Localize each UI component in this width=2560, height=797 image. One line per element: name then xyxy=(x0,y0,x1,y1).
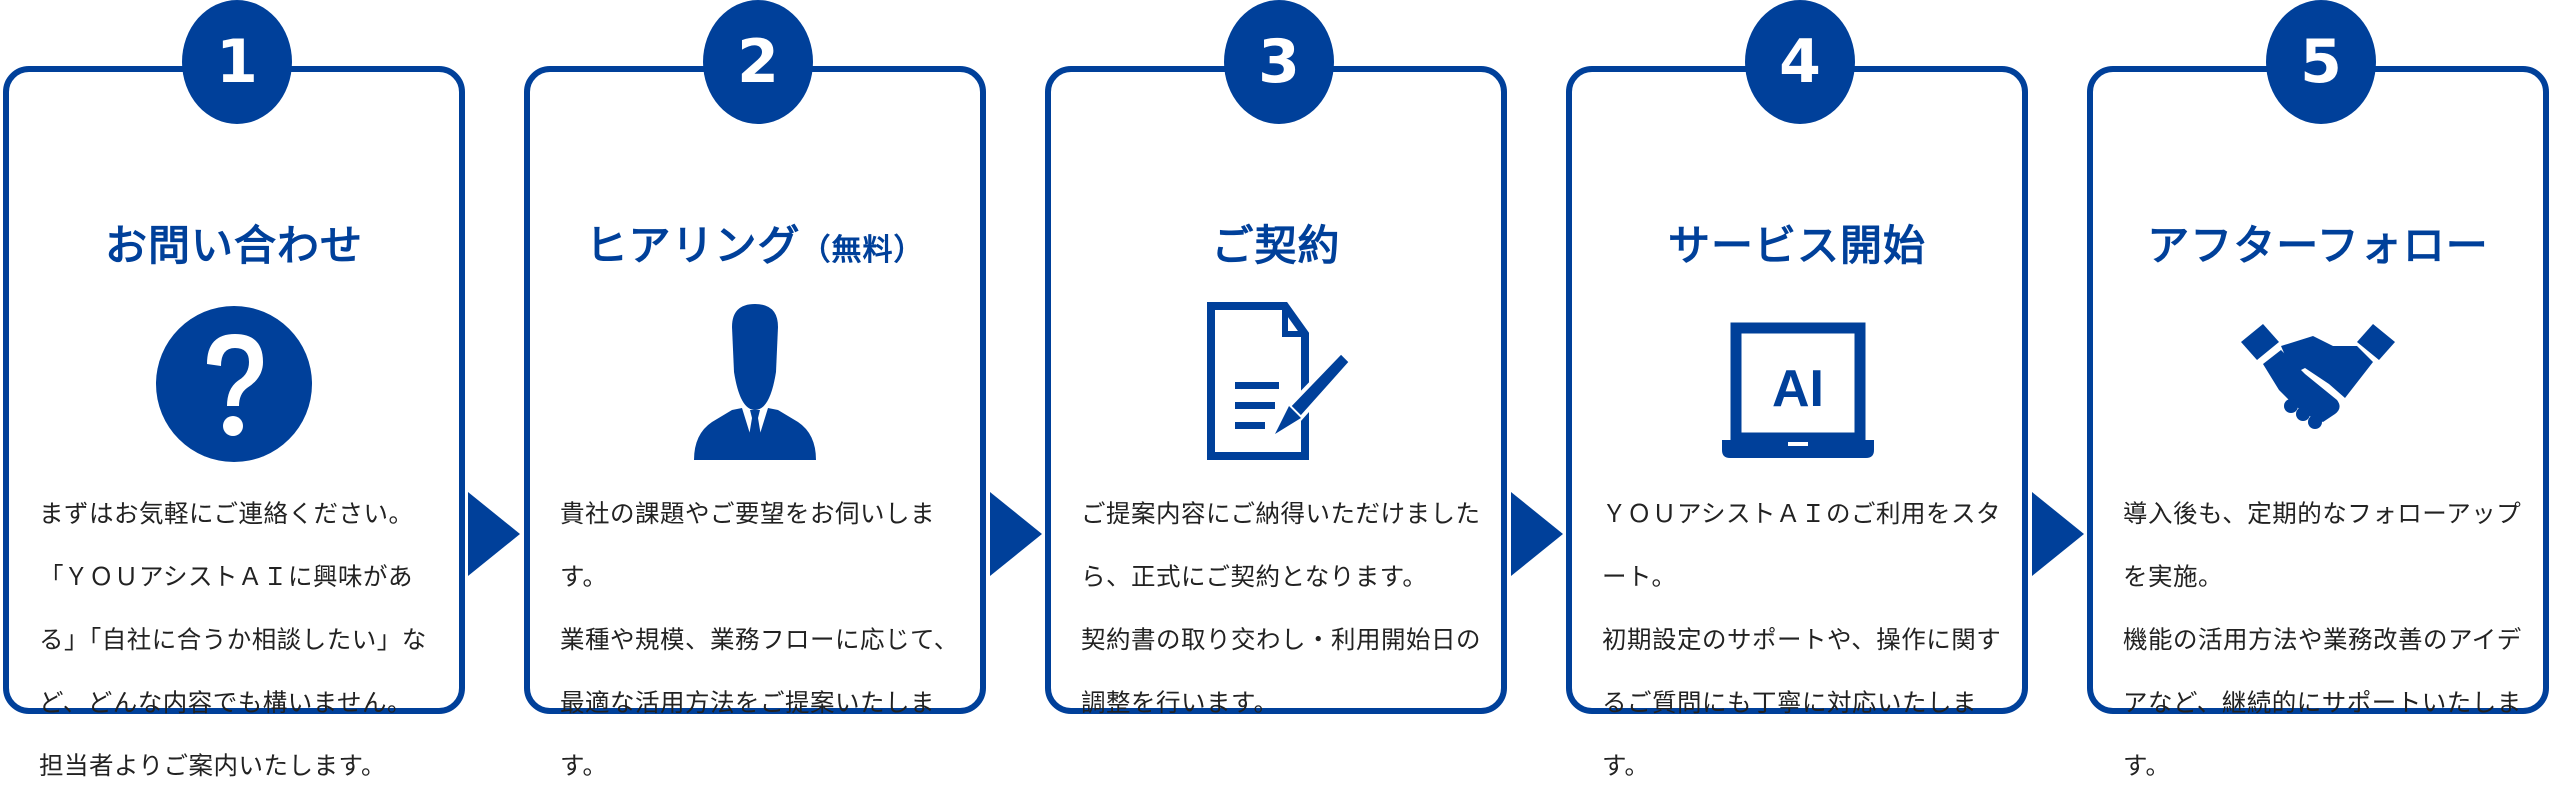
contract-icon xyxy=(1207,302,1354,460)
ai-label: AI xyxy=(1772,360,1824,418)
step-number-5: 5 xyxy=(2266,0,2376,124)
step-number-2: 2 xyxy=(703,0,813,124)
step-description: 導入後も、定期的なフォローアップを実施。 機能の活用方法や業務改善のアイデアなど… xyxy=(2123,499,2522,780)
businessman-icon xyxy=(694,304,816,460)
arrow-right-icon xyxy=(468,492,520,576)
handshake-icon xyxy=(2241,324,2395,429)
step-title-note: （無料） xyxy=(800,233,925,268)
step-title: ヒアリング（無料） xyxy=(530,212,980,273)
arrow-right-icon xyxy=(2032,492,2084,576)
step-title: お問い合わせ xyxy=(104,221,363,270)
ai-laptop-icon: AI xyxy=(1722,322,1874,458)
arrow-right-icon xyxy=(1511,492,1563,576)
step-number-1: 1 xyxy=(182,0,292,124)
step-description: まずはお気軽にご連絡ください。 「ＹＯＵアシストＡＩに興味がある」「自社に合うか… xyxy=(39,499,427,780)
step-card-5: アフターフォロー 導入後も、定期的なフォローアップを実施。 機能の活用方法や業務… xyxy=(2087,66,2549,780)
step-number-4: 4 xyxy=(1745,0,1855,124)
question-icon xyxy=(156,306,312,462)
arrow-right-icon xyxy=(990,492,1042,576)
step-card-1: お問い合わせ まずはお気軽にご連絡ください。 「ＹＯＵアシストＡＩに興味がある」… xyxy=(3,66,465,780)
step-number-3: 3 xyxy=(1224,0,1334,124)
step-description: ご提案内容にご納得いただけましたら、正式にご契約となります。 契約書の取り交わし… xyxy=(1081,499,1481,717)
step-description: 貴社の課題やご要望をお伺いします。 業種や規模、業務フローに応じて、最適な活用方… xyxy=(560,499,959,780)
step-card-3: ご契約 ご提案内容にご納得いただけましたら、正式にご契約となります。 契約書の取… xyxy=(1045,66,1507,717)
step-title: ご契約 xyxy=(1211,221,1341,270)
step-title-text: ヒアリング xyxy=(585,221,801,270)
step-card-2: ヒアリング（無料） 貴社の課題やご要望をお伺いします。 業種や規模、業務フローに… xyxy=(524,66,986,780)
step-title: サービス開始 xyxy=(1667,221,1926,270)
step-description: ＹＯＵアシストＡＩのご利用をスタート。 初期設定のサポートや、操作に関するご質問… xyxy=(1602,499,2002,780)
step-title: アフターフォロー xyxy=(2147,221,2489,270)
step-card-4: サービス開始 AI ＹＯＵアシストＡＩのご利用をスタート。 初期設定のサポートや… xyxy=(1566,66,2028,780)
